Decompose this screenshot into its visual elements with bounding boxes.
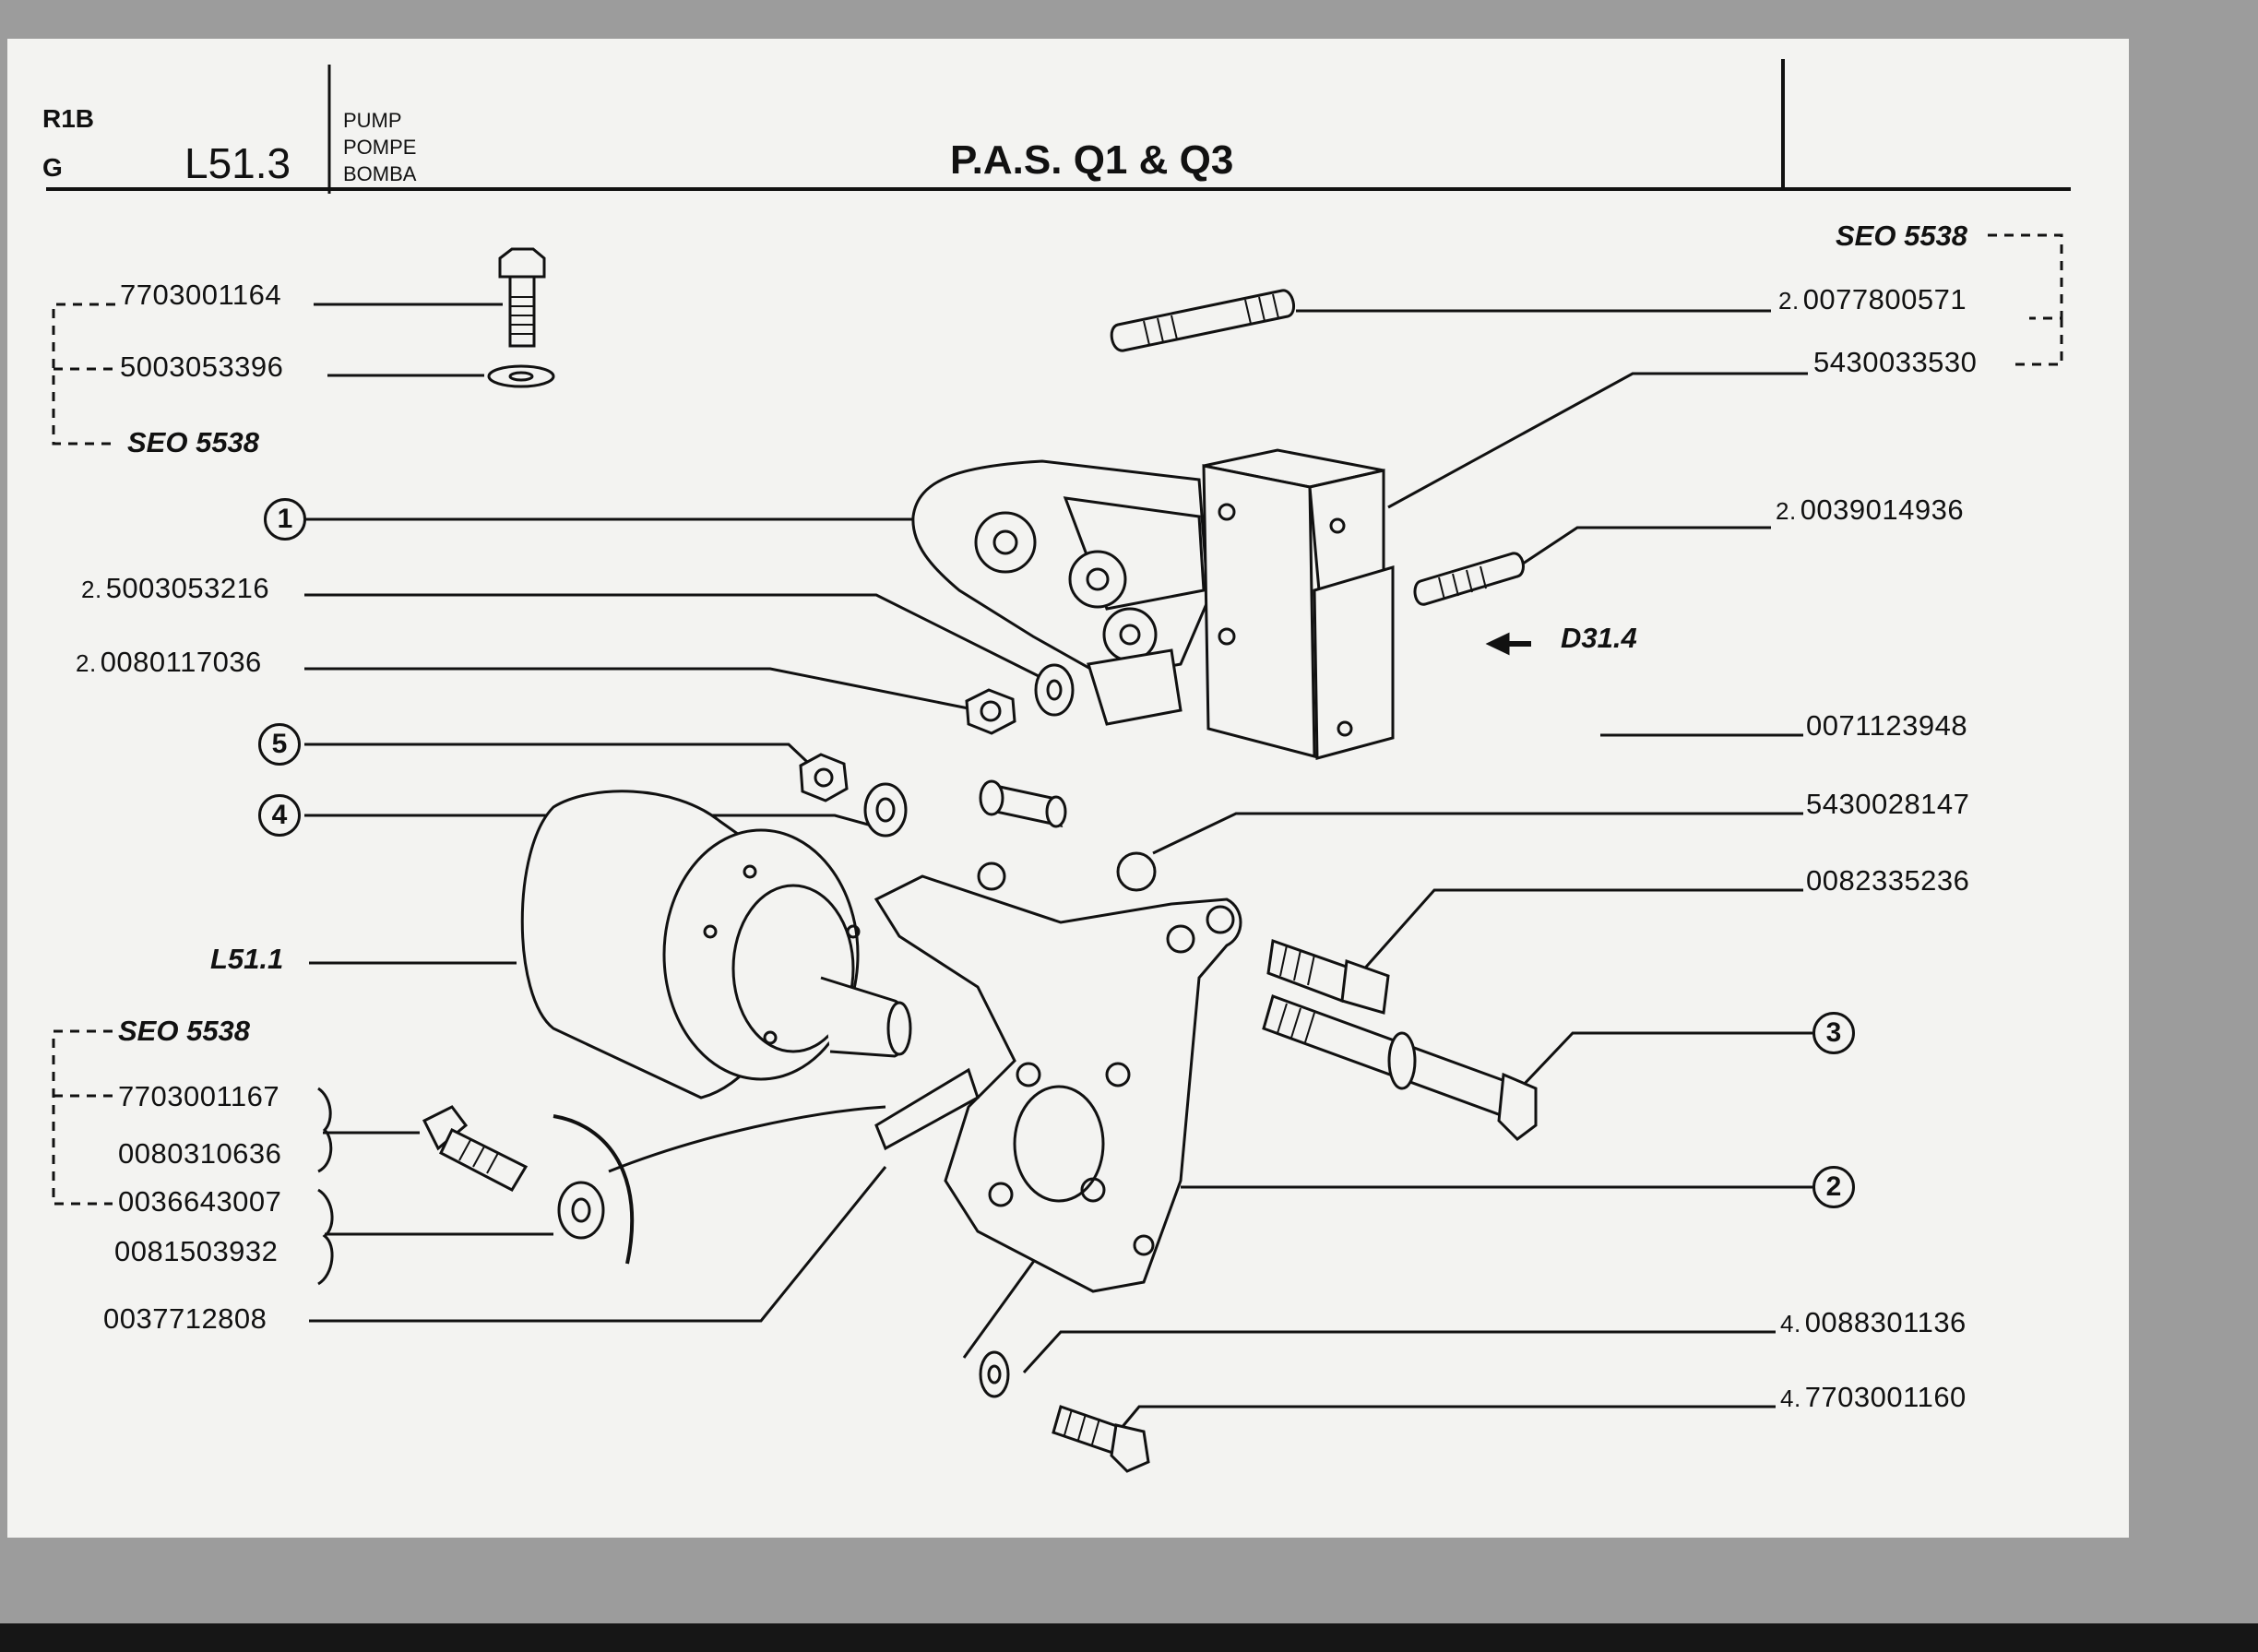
bracket-seo-top-left: [52, 303, 115, 446]
stud-0039014936: [1413, 552, 1525, 606]
washer-0088301136: [979, 1350, 1010, 1398]
part-number-0071123948: 0071123948: [1806, 709, 1968, 742]
callout-1: 1: [264, 498, 306, 541]
part-number-5003053216: 2.5003053216: [81, 572, 270, 604]
stud-0077800571: [1110, 289, 1296, 352]
long-bolt-callout-3: [1262, 994, 1538, 1141]
part-number-5430033530: 5430033530: [1813, 346, 1978, 378]
pump-body: [520, 790, 912, 1099]
part-number-5003053396: 5003053396: [120, 351, 284, 383]
leader-callout-3: [1518, 1031, 1812, 1090]
belt-edge: [553, 1114, 635, 1265]
callout-2: 2: [1812, 1166, 1855, 1208]
spacer-tube: [979, 779, 1067, 828]
part-number-0082335236: 0082335236: [1806, 864, 1970, 897]
leader-callout-4: [304, 814, 873, 827]
desc-fr: POMPE: [343, 136, 417, 159]
reference-seo-bottom-left: SEO 5538: [118, 1015, 251, 1047]
leader-5003053216: [304, 593, 1043, 680]
leader-0039014936: [1516, 526, 1771, 569]
pump-bracket-part-1: [911, 459, 1210, 726]
support-bracket-part-2: [873, 851, 1242, 1293]
model-code: R1B: [42, 104, 95, 133]
washer-0036643007: [557, 1181, 605, 1240]
leader-callout-5: [304, 743, 823, 777]
leader-5430028147: [1152, 812, 1803, 855]
bolt-0082335236: [1266, 938, 1390, 1015]
leader-0082335236: [1359, 888, 1803, 974]
bolt-7703001160: [1052, 1405, 1150, 1473]
section-code: L51.3: [184, 139, 291, 187]
part-number-0080310636: 0080310636: [118, 1137, 282, 1170]
washer-5003053396: [487, 364, 555, 388]
desc-es: BOMBA: [343, 162, 417, 185]
part-number-0081503932: 0081503932: [114, 1235, 279, 1267]
bolt-7703001164: [498, 247, 546, 348]
callout-5: 5: [258, 723, 301, 766]
leader-0088301136: [1022, 1330, 1776, 1374]
washer-5003053216: [1034, 663, 1075, 717]
part-number-0037712808: 0037712808: [103, 1302, 267, 1335]
part-number-0077800571: 2.0077800571: [1778, 283, 1967, 315]
part-number-7703001164: 7703001164: [120, 279, 282, 311]
reference-seo-top-left: SEO 5538: [127, 426, 260, 458]
part-number-0080117036: 2.0080117036: [76, 646, 262, 678]
mounting-block-5430033530: [1202, 448, 1395, 760]
nut-0080117036: [965, 688, 1016, 735]
reference-seo-top-right: SEO 5538: [1836, 220, 1968, 252]
nut-callout-5: [799, 753, 849, 802]
callout-4: 4: [258, 794, 301, 837]
reference-d31-4: D31.4: [1561, 622, 1637, 654]
desc-en: PUMP: [343, 109, 402, 132]
brace-upper: [317, 1087, 333, 1173]
bracket-seo-bottom-left: [52, 1029, 113, 1206]
bracket-seo-top-right: [1988, 233, 2063, 320]
part-number-0088301136: 4.0088301136: [1780, 1306, 1967, 1338]
leader-7703001160: [1114, 1405, 1776, 1435]
callout-3: 3: [1812, 1012, 1855, 1054]
scan-bottom-edge: [0, 1623, 2258, 1652]
washer-callout-4: [863, 782, 908, 838]
part-number-0036643007: 0036643007: [118, 1185, 282, 1218]
leader-0080117036: [304, 667, 979, 712]
grade-code: G: [42, 153, 63, 182]
parts-sheet: [7, 39, 2129, 1538]
part-number-7703001167: 7703001167: [118, 1080, 280, 1112]
part-number-5430028147: 5430028147: [1806, 788, 1970, 820]
leader-5430033530: [1387, 372, 1808, 509]
brace-lower: [317, 1188, 334, 1286]
page-title: P.A.S. Q1 & Q3: [950, 137, 1234, 183]
arrow-d31-head: [1485, 632, 1510, 656]
reference-l51-1: L51.1: [210, 943, 284, 975]
part-number-7703001160: 4.7703001160: [1780, 1381, 1967, 1413]
bolt-7703001167: [422, 1105, 529, 1192]
part-number-0039014936: 2.0039014936: [1776, 493, 1965, 526]
leader-0037712808: [309, 1166, 887, 1323]
